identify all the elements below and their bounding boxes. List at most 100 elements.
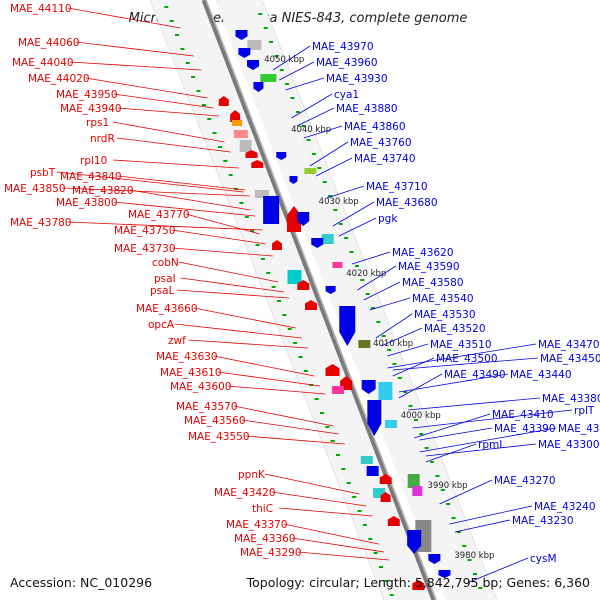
position-dot [169,20,174,22]
position-dot [228,174,233,176]
position-dot [467,559,472,561]
position-dot [330,440,335,442]
gene-block [366,466,379,476]
forward-gene-arrow [412,580,425,590]
position-dot [282,314,287,316]
gene-label-forward: nrdR [90,133,115,145]
position-dot [403,391,408,393]
gene-shape [276,152,287,160]
position-dot [207,118,212,120]
position-dot [419,433,424,435]
position-dot [349,251,354,253]
forward-gene-arrow [287,270,302,284]
gene-shape [325,364,340,376]
position-dot [368,538,373,540]
position-dot [365,293,370,295]
position-dot [191,76,196,78]
leader-line [180,277,285,293]
position-dot [462,545,467,547]
gene-shape [361,380,376,394]
leader-line [439,479,493,505]
gene-shape [428,554,441,564]
reverse-gene-arrow [358,340,371,348]
position-dot [435,475,440,477]
reverse-gene-arrow [304,168,317,174]
gene-block [263,196,280,224]
gene-shape [238,48,251,58]
position-dot [287,328,292,330]
leader-line [398,373,509,393]
position-dot [303,370,308,372]
position-dot [293,342,298,344]
gene-shape [367,400,382,436]
position-dot [180,48,185,50]
leader-line [69,61,202,71]
position-dot [360,279,365,281]
gene-label-reverse: MAE_43930 [326,73,388,85]
leader-line [419,427,493,441]
gene-label-forward: MAE_43770 [128,209,190,221]
reverse-gene-arrow [311,238,324,248]
position-dot [354,265,359,267]
position-dot [255,244,260,246]
gene-shape [253,82,264,92]
gene-label-forward: MAE_43560 [184,415,246,427]
right-band [215,0,497,600]
gene-block [358,340,371,348]
position-dot [314,398,319,400]
leader-line [419,427,557,453]
gene-label-reverse: MAE_43440 [510,369,572,381]
position-dot [336,454,341,456]
position-dot [239,202,244,204]
gene-label-forward: psaL [150,285,175,297]
position-dot [338,223,343,225]
gene-label-forward: MAE_43840 [60,171,122,183]
reverse-gene-arrow [407,530,422,554]
position-dot [352,496,357,498]
leader-line [408,397,541,411]
position-dot [196,90,201,92]
position-dot [279,69,284,71]
leader-line [245,435,345,445]
gene-shape [339,306,356,346]
leader-line [338,217,377,237]
leader-line [185,213,260,235]
leader-line [381,327,423,347]
position-dot [260,258,265,260]
gene-label-reverse: MAE_43300 [538,439,600,451]
gene-block [373,488,386,498]
position-dot [212,132,217,134]
gene-label-forward: opcA [148,319,175,331]
forward-gene-arrow [230,110,241,122]
gene-label-reverse: MAE_43740 [354,153,416,165]
gene-label-reverse: MAE_43470 [538,339,600,351]
position-dot [295,111,300,113]
reverse-gene-arrow [385,420,397,428]
position-dot [373,552,378,554]
kbp-scale-label: 3990 kbp [428,481,468,491]
position-dot [250,230,255,232]
gene-label-forward: rps1 [86,117,109,129]
position-dot [344,237,349,239]
position-dot [387,349,392,351]
gene-block [304,168,317,174]
position-dot [408,405,413,407]
reverse-gene-arrow [367,400,382,436]
leader-line [272,45,311,71]
kbp-scale-label: 4010 kbp [373,339,413,349]
forward-gene-arrow [251,160,264,168]
gene-block [385,420,397,428]
gene-label-forward: psaI [154,273,176,285]
position-dot [311,153,316,155]
leader-line [363,281,401,301]
gene-block [360,456,373,464]
gene-label-forward: MAE_43660 [136,303,198,315]
leader-line [369,297,411,311]
forward-gene-arrow [360,456,373,464]
gene-shape [289,176,298,184]
leader-line [392,357,435,377]
position-dot [346,482,351,484]
gene-label-forward: MAE_43600 [170,381,232,393]
gene-label-reverse: MAE_43490 [444,369,506,381]
